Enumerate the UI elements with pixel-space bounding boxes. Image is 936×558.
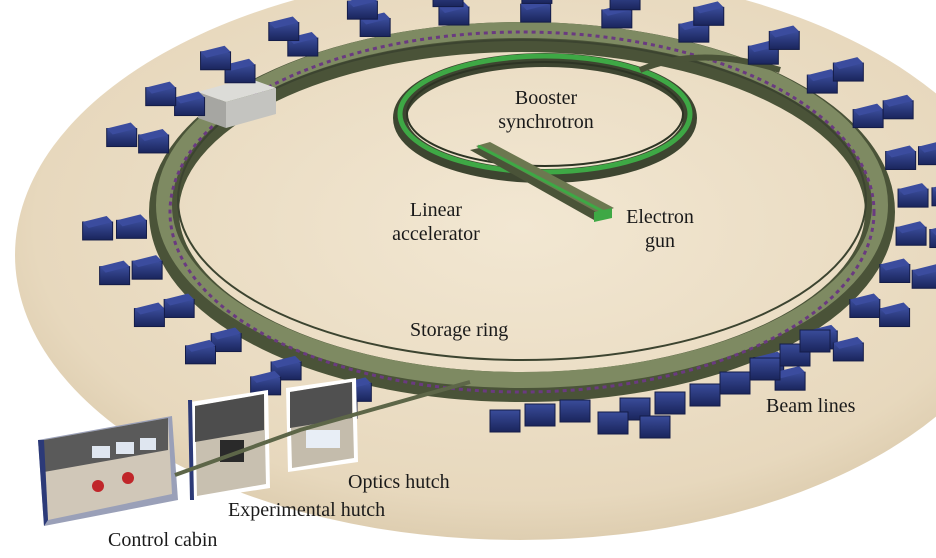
linear-label-line-1: Linear: [409, 199, 463, 221]
monitor-icon: [116, 442, 134, 454]
storage-ring-beam: [168, 30, 876, 394]
beamline-box: [184, 339, 216, 365]
beamline-box: [774, 366, 806, 391]
experimental-hutch-room: [188, 390, 270, 500]
beam-lines: [82, 0, 936, 439]
electron-gun-label: Electron gun: [612, 205, 708, 253]
beamline-box: [346, 0, 378, 20]
beamline-box: [268, 16, 300, 42]
beamline-box: [521, 0, 553, 4]
beamline-box: [895, 221, 927, 246]
beamline-box: [224, 58, 256, 84]
beamline-box: [200, 45, 232, 71]
beamline-box: [882, 94, 914, 120]
beamline-box: [929, 227, 936, 249]
beamline-box: [832, 57, 864, 82]
linear-label-line-2: accelerator: [392, 223, 480, 245]
beamline-box: [609, 0, 641, 11]
experimental-hutch-label: Experimental hutch: [228, 499, 386, 521]
optics-hutch-label: Optics hutch: [348, 471, 450, 493]
beamline-box: [832, 336, 864, 362]
beamline-box: [287, 32, 319, 57]
red-chair-icon: [92, 480, 104, 492]
beamline-box: [897, 183, 929, 208]
beamline-box: [174, 91, 206, 117]
beamline-box: [911, 264, 936, 289]
beamline-box: [559, 399, 591, 423]
beamline-box: [133, 302, 165, 328]
beamline-box: [639, 415, 671, 439]
beamline-box: [432, 0, 464, 8]
beamline-box: [654, 391, 686, 415]
beam-lines-label: Beam lines: [766, 395, 856, 417]
monitor-icon: [92, 446, 110, 458]
beamline-box: [489, 409, 521, 433]
beamline-box: [597, 411, 629, 435]
linear-accelerator-label: Linear accelerator: [374, 198, 498, 246]
red-chair-icon: [122, 472, 134, 484]
beamline-box: [806, 69, 838, 94]
control-cabin-room: [38, 416, 178, 526]
beamline-box: [849, 293, 881, 318]
beamline-box: [931, 186, 936, 207]
beamline-box: [749, 357, 781, 381]
beamline-box: [131, 255, 163, 280]
beamline-box: [106, 122, 138, 148]
beamline-box: [693, 1, 725, 26]
storage-ring-top: [156, 22, 888, 388]
beamline-box: [99, 260, 131, 286]
beam-pipe: [174, 380, 471, 477]
beamline-box: [138, 128, 170, 154]
control-cabin-label: Control cabin: [108, 529, 218, 551]
beamline-box: [917, 142, 936, 166]
transfer-line: [638, 54, 781, 73]
beamline-box: [82, 215, 114, 241]
storage-ring-inner-edge: [177, 39, 867, 361]
monitor-icon: [140, 438, 156, 450]
beamline-box: [799, 329, 831, 353]
booster-label-line-2: synchrotron: [498, 111, 594, 133]
beamline-box: [524, 403, 556, 427]
electron-gun-line-1: Electron: [626, 206, 694, 228]
beamline-box: [885, 145, 917, 170]
beamline-box: [719, 371, 751, 395]
booster-synchrotron-label: Booster synchrotron: [486, 86, 606, 134]
linear-accelerator: [470, 142, 614, 222]
booster-label-line-1: Booster: [514, 87, 578, 109]
beamline-box: [115, 214, 147, 239]
beamline-box: [145, 81, 177, 107]
beamline-box: [689, 383, 721, 407]
beamline-box: [879, 302, 911, 328]
storage-ring-label: Storage ring: [410, 319, 509, 341]
beamline-box: [210, 327, 242, 353]
beamline-box: [250, 370, 282, 396]
beamline-box: [768, 25, 800, 50]
beamline-box: [163, 293, 195, 318]
beamline-box: [852, 103, 884, 129]
electron-gun-line-2: gun: [645, 230, 675, 252]
beamline-box: [879, 258, 911, 283]
